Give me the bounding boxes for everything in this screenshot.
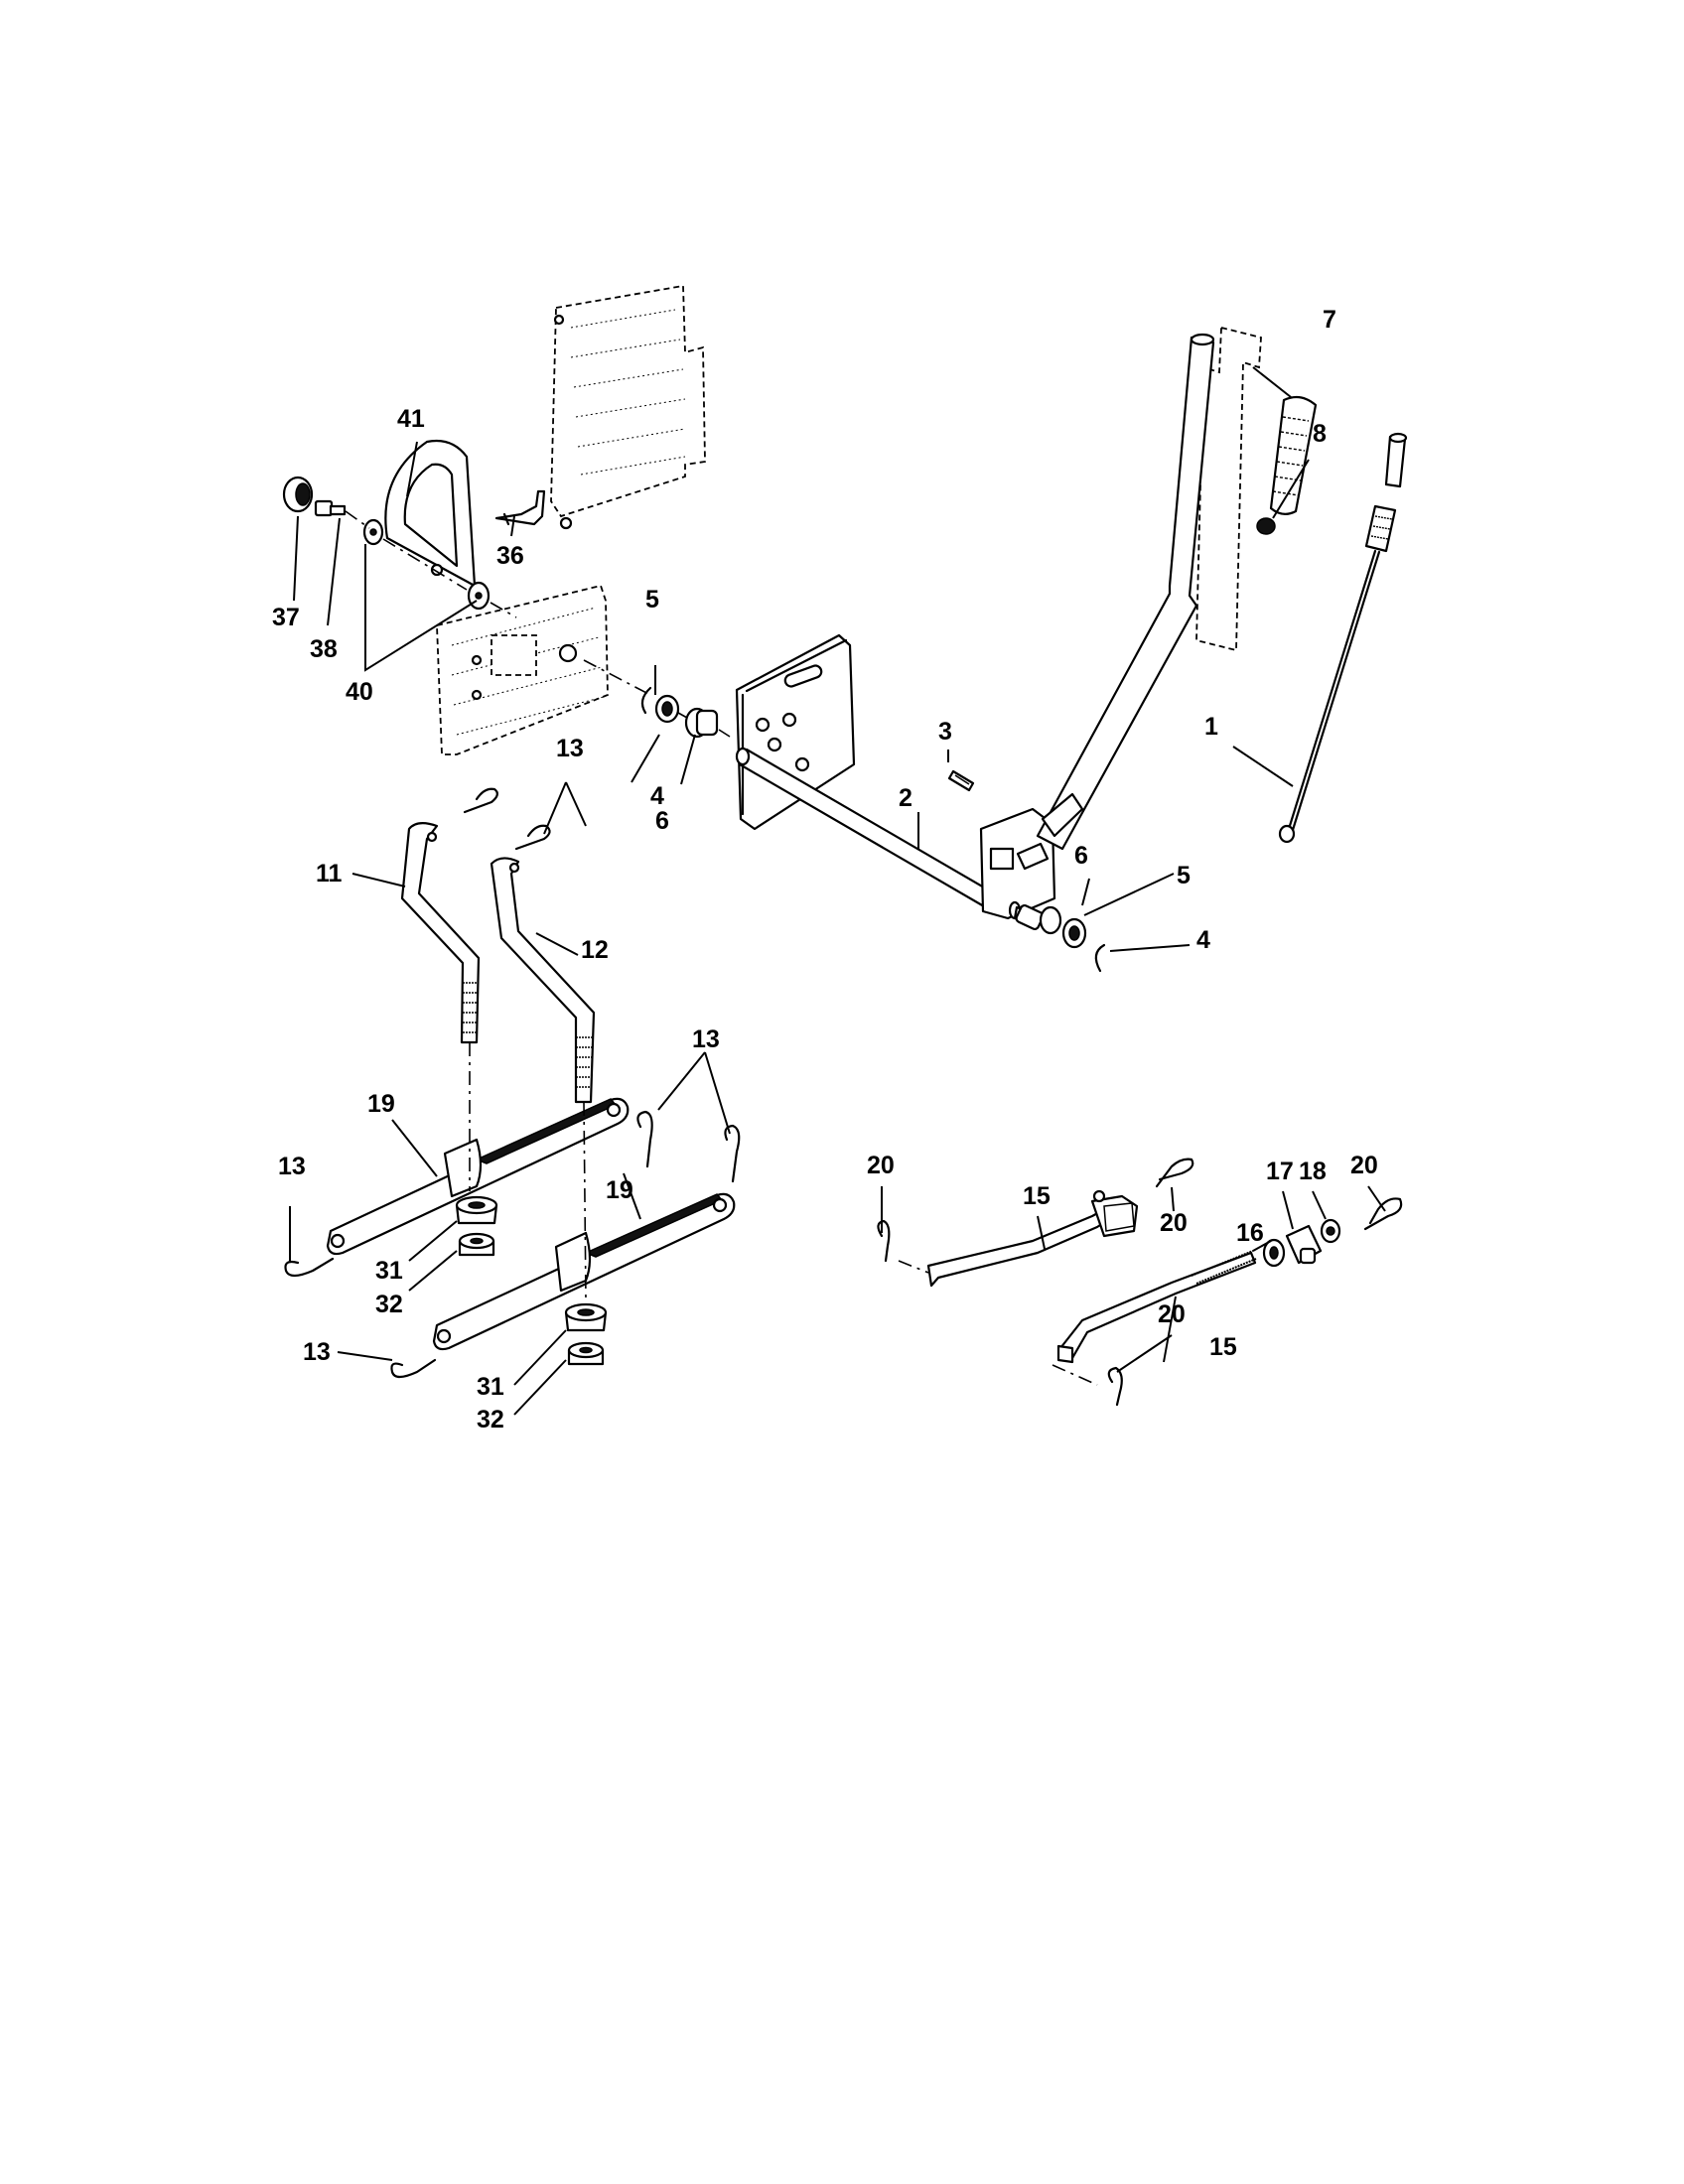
part-7-handle-grip (1269, 395, 1318, 515)
leader-lines (289, 366, 1386, 1416)
axis-line-lift-links (469, 1042, 587, 1301)
part-38-bolt (314, 499, 347, 517)
part-36-spring-clip (494, 489, 546, 526)
part-32-nut-lower (567, 1341, 605, 1366)
part-20-clip-b (1155, 1158, 1194, 1188)
callout-36: 36 (496, 542, 524, 570)
callout-15-upper: 15 (1023, 1182, 1051, 1210)
callout-4-left: 4 (650, 782, 664, 810)
part-20-clip-d (1107, 1366, 1123, 1407)
callout-4-right: 4 (1196, 926, 1210, 954)
callout-20-mid: 20 (1160, 1209, 1188, 1237)
callout-32-lower: 32 (477, 1406, 504, 1433)
part-18-adjuster (1320, 1218, 1341, 1244)
part-3-pin (947, 769, 975, 792)
callout-38: 38 (310, 635, 338, 663)
frame-panel-upper (550, 284, 706, 530)
part-41-quadrant-bracket (384, 439, 477, 588)
part-19-lift-arm-upper (326, 1097, 630, 1256)
frame-panel-lower (436, 584, 609, 755)
part-13-hairpin-arm-right-b (724, 1124, 741, 1183)
part-5-washer-right (1061, 917, 1087, 949)
callout-31-lower: 31 (477, 1373, 504, 1401)
callout-labels: 7 8 1 2 3 5 4 6 6 5 4 41 37 38 40 36 13 … (272, 306, 1378, 1433)
callout-11: 11 (316, 860, 343, 887)
part-16-washer (1262, 1238, 1286, 1268)
part-20-clip-a (877, 1219, 891, 1263)
callout-8: 8 (1313, 420, 1327, 448)
lift-lever-handle (1036, 333, 1215, 851)
callout-13-top: 13 (556, 735, 584, 762)
callout-6-left: 6 (655, 807, 669, 835)
part-20-clip-c (1363, 1197, 1403, 1231)
part-4-clip-left (640, 686, 652, 715)
callout-2: 2 (899, 784, 912, 812)
part-40-washer-a (362, 518, 384, 546)
part-11-lift-link (400, 822, 481, 1044)
axis-line-rods (898, 1260, 1098, 1386)
callout-7: 7 (1323, 306, 1336, 334)
part-17-trunnion (1285, 1224, 1323, 1265)
callout-1: 1 (1204, 713, 1218, 741)
part-6-bushing-left (684, 707, 719, 739)
callout-15-lower: 15 (1209, 1333, 1237, 1361)
callout-3: 3 (938, 718, 952, 746)
part-15-adjust-rod-lower (1056, 1250, 1257, 1364)
callout-40: 40 (346, 678, 373, 706)
axis-line-quadrant (345, 510, 517, 618)
callout-17: 17 (1266, 1158, 1294, 1185)
part-13-hairpin-arm-left (284, 1257, 335, 1278)
callout-6-right: 6 (1074, 842, 1088, 870)
frame-upright-dashed (1195, 326, 1262, 652)
callout-13-right: 13 (692, 1025, 720, 1053)
callout-13-lower: 13 (303, 1338, 331, 1366)
part-19-lift-arm-lower (432, 1192, 736, 1351)
callout-32-upper: 32 (375, 1291, 403, 1318)
part-13-hairpin-arm-lower-left (390, 1358, 437, 1379)
part-4-clip-right (1094, 943, 1106, 973)
callout-18: 18 (1299, 1158, 1327, 1185)
callout-19-upper: 19 (367, 1090, 395, 1118)
callout-20-left: 20 (867, 1152, 895, 1179)
part-8-cap (1256, 517, 1276, 535)
callout-31-upper: 31 (375, 1257, 403, 1285)
part-31-bushing-lower (564, 1302, 608, 1332)
part-13-hairpin-arm-right-a (636, 1110, 653, 1168)
part-12-lift-link (490, 857, 596, 1104)
part-13-hairpin-top-b (514, 824, 551, 851)
callout-5-left: 5 (645, 586, 659, 614)
part-13-hairpin-top-a (463, 787, 498, 814)
part-31-bushing-upper (455, 1195, 498, 1225)
part-2-rockshaft (735, 633, 1056, 928)
part-5-washer-left (654, 694, 680, 724)
part-6-bushing-right (1015, 903, 1062, 935)
callout-16: 16 (1236, 1219, 1264, 1247)
axis-line-shaft-left (583, 659, 731, 738)
part-1-release-rod (1278, 432, 1408, 844)
callout-13-left: 13 (278, 1153, 306, 1180)
callout-5-right: 5 (1177, 862, 1191, 889)
callout-19-lower: 19 (606, 1176, 633, 1204)
callout-37: 37 (272, 604, 300, 631)
part-32-nut-upper (458, 1232, 495, 1257)
part-37-knob (282, 476, 314, 513)
part-15-adjust-rod-upper (926, 1189, 1139, 1288)
callout-12: 12 (581, 936, 609, 964)
callout-20-right: 20 (1350, 1152, 1378, 1179)
callout-41: 41 (397, 405, 425, 433)
callout-20-lower: 20 (1158, 1300, 1186, 1328)
